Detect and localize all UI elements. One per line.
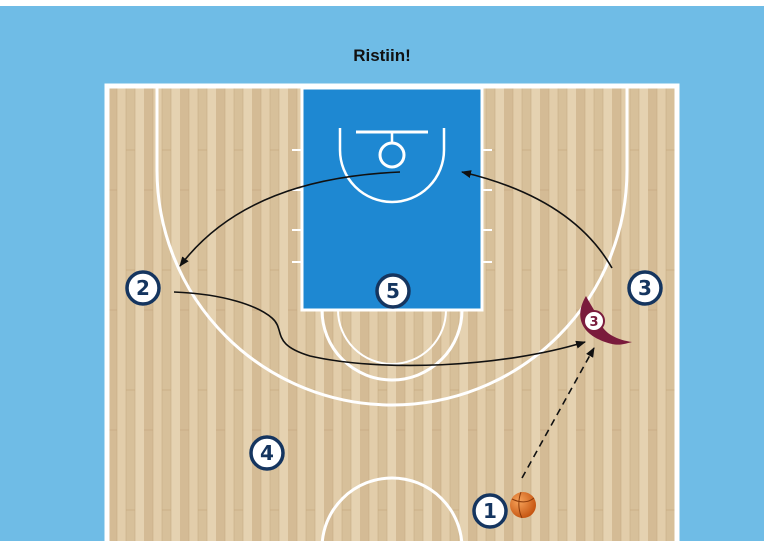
player-1: 1 [472,493,508,529]
defender-3: 3 [580,296,632,345]
player-2: 2 [125,270,161,306]
player-5: 5 [375,273,411,309]
pass-path-1-to-3 [521,347,595,479]
basketball-icon [510,491,536,519]
restricted-area-arc [338,128,446,204]
hoop [378,141,406,169]
center-circle [320,476,464,541]
diagram-title: Ristiin! [353,46,411,65]
player-4-label: 4 [260,441,274,465]
defender-label: 3 [589,315,598,330]
paint-area [300,86,484,312]
free-throw-circle [320,309,464,382]
cut-path-3-to-post [461,170,613,269]
cut-path-2-to-wing [173,291,586,367]
top-border [0,0,764,6]
player-1-label: 1 [483,499,497,523]
player-3-label: 3 [638,276,652,300]
player-2-label: 2 [136,276,150,300]
cut-path-5-to-2 [179,171,401,267]
free-throw-inner-arc [337,309,447,365]
player-5-label: 5 [386,279,400,303]
three-point-line [155,88,629,407]
player-3: 3 [627,270,663,306]
player-4: 4 [249,435,285,471]
